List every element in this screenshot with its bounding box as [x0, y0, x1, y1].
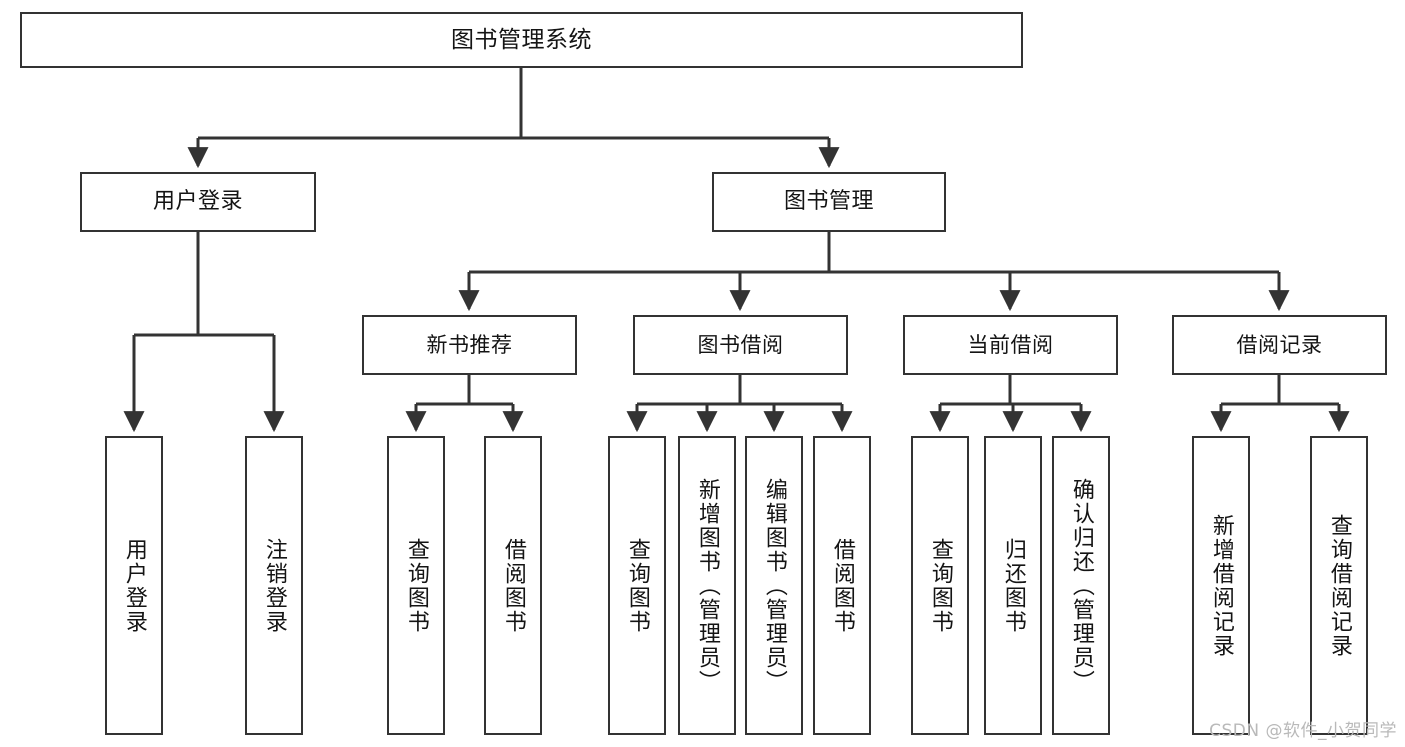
- leaf-edit-book-admin[interactable]: 编辑图书（管理员）: [745, 436, 803, 735]
- leaf-query-book-recommend[interactable]: 查询图书: [387, 436, 445, 735]
- leaf-query-book-current[interactable]: 查询图书: [911, 436, 969, 735]
- leaf-query-borrow-record[interactable]: 查询借阅记录: [1310, 436, 1368, 735]
- leaf-user-login[interactable]: 用户登录: [105, 436, 163, 735]
- node-borrow-record[interactable]: 借阅记录: [1172, 315, 1387, 375]
- node-book-manage[interactable]: 图书管理: [712, 172, 946, 232]
- leaf-add-book-admin[interactable]: 新增图书（管理员）: [678, 436, 736, 735]
- leaf-add-borrow-record[interactable]: 新增借阅记录: [1192, 436, 1250, 735]
- leaf-query-book-borrow[interactable]: 查询图书: [608, 436, 666, 735]
- node-current-borrow[interactable]: 当前借阅: [903, 315, 1118, 375]
- node-root[interactable]: 图书管理系统: [20, 12, 1023, 68]
- node-new-book-recommend[interactable]: 新书推荐: [362, 315, 577, 375]
- leaf-borrow-book[interactable]: 借阅图书: [813, 436, 871, 735]
- csdn-watermark: CSDN @软件_小贺同学: [1209, 721, 1397, 741]
- node-book-borrow[interactable]: 图书借阅: [633, 315, 848, 375]
- leaf-confirm-return-admin[interactable]: 确认归还（管理员）: [1052, 436, 1110, 735]
- leaf-logout-login[interactable]: 注销登录: [245, 436, 303, 735]
- leaf-return-book[interactable]: 归还图书: [984, 436, 1042, 735]
- leaf-borrow-book-recommend[interactable]: 借阅图书: [484, 436, 542, 735]
- node-user-login[interactable]: 用户登录: [80, 172, 316, 232]
